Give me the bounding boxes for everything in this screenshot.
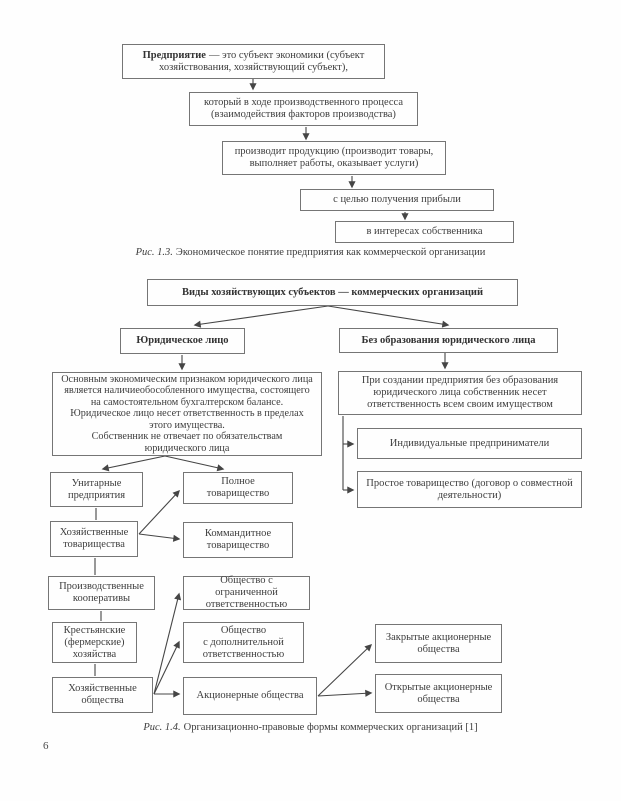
fig14-box-open-jsc: Открытые акционерные общества (375, 674, 502, 713)
fig14-box-no-legal-entity-desc: При создании предприятия без образования… (338, 371, 582, 415)
fig14-box-additional-liability-company: Общество с дополнительной ответственност… (183, 622, 304, 663)
fig13-box-produces-output: производит продукцию (производит товары,… (222, 141, 446, 175)
fig14-box-full-partnership: Полное товарищество (183, 472, 293, 504)
fig14-box-no-legal-entity: Без образования юридического лица (339, 328, 558, 353)
fig13-box-profit-goal: с целью получения прибыли (300, 189, 494, 211)
page-number: 6 (43, 740, 49, 752)
fig14-caption: Рис. 1.4.Организационно-правовые формы к… (0, 721, 621, 734)
fig13-caption-text: Экономическое понятие предприятия как ко… (175, 247, 486, 258)
fig14-box-legal-entity: Юридическое лицо (120, 328, 245, 354)
fig14-caption-text: Организационно-правовые формы коммерческ… (183, 722, 478, 733)
fig14-box-joint-stock-companies: Акционерные общества (183, 677, 317, 715)
fig13-box-definition: Предприятие— это субъект экономики (субъ… (122, 44, 385, 79)
fig14-box-production-cooperatives: Производственные кооперативы (48, 576, 155, 610)
fig13-definition-rest: — это субъект экономики (субъект хозяйст… (159, 49, 365, 73)
fig13-caption-label: Рис. 1.3. (135, 247, 173, 258)
fig14-box-simple-partnership: Простое товарищество (договор о совместн… (357, 471, 582, 508)
fig14-box-economic-companies: Хозяйственные общества (52, 677, 153, 713)
fig14-box-llc: Общество с ограниченной ответственностью (183, 575, 310, 610)
fig14-box-unitary-enterprises: Унитарные предприятия (50, 472, 143, 507)
fig13-box-owner-interest: в интересах собственника (335, 221, 514, 243)
fig14-box-legal-entity-desc: Основным экономическим признаком юридиче… (52, 372, 322, 456)
fig14-box-economic-partnerships: Хозяйственные товарищества (50, 521, 138, 557)
fig14-box-root: Виды хозяйствующих субъектов — коммерчес… (147, 279, 518, 306)
fig14-box-individual-entrepreneurs: Индивидуальные предприниматели (357, 428, 582, 459)
fig13-box-production-process: который в ходе производственного процесс… (189, 92, 418, 126)
fig14-box-farm-enterprises: Крестьянские (фермерские) хозяйства (52, 622, 137, 663)
fig14-caption-label: Рис. 1.4. (143, 722, 181, 733)
fig14-box-closed-jsc: Закрытые акционерные общества (375, 624, 502, 663)
fig14-box-limited-partnership: Коммандитное товарищество (183, 522, 293, 558)
fig13-caption: Рис. 1.3.Экономическое понятие предприят… (0, 246, 621, 259)
fig13-definition-term: Предприятие (142, 49, 206, 61)
